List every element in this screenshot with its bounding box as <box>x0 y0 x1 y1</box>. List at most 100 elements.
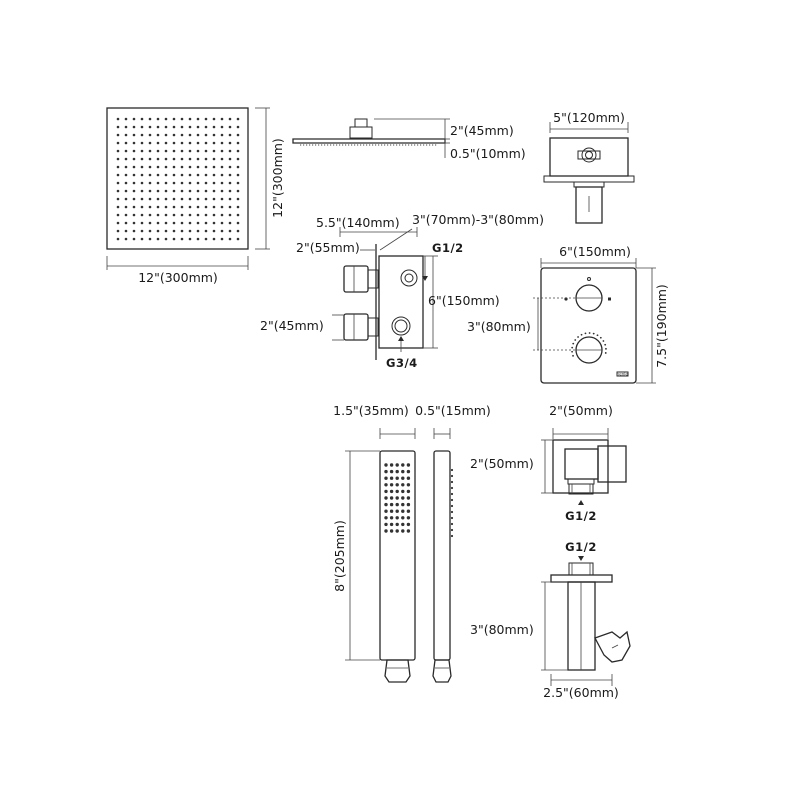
rain-nozzle <box>156 221 160 225</box>
hand-nozzle <box>384 496 388 500</box>
hand-shower-view: 1.5"(35mm) 0.5"(15mm) 8"(205mm) <box>332 403 491 683</box>
rain-nozzle <box>156 157 160 161</box>
elbow-body <box>564 448 599 480</box>
hand-nozzle <box>389 469 394 474</box>
rain-nozzle <box>228 133 232 137</box>
valve-bottom-handle <box>343 313 369 341</box>
temperature-tick <box>588 332 591 334</box>
rain-nozzle <box>124 141 128 145</box>
rain-nozzle <box>180 141 184 145</box>
rain-nozzle <box>148 125 152 129</box>
rain-nozzle <box>124 237 128 241</box>
rain-nozzle <box>196 117 200 121</box>
rain-nozzle <box>220 237 224 241</box>
temperature-tick <box>580 333 583 336</box>
rain-nozzle <box>204 189 208 193</box>
rain-nozzle <box>188 125 192 129</box>
valve-depth-label: 5.5"(140mm) <box>316 215 400 230</box>
wall-box-body <box>549 137 629 177</box>
rain-nozzle <box>156 229 160 233</box>
rain-nozzle <box>204 117 208 121</box>
rain-nozzle <box>164 205 168 209</box>
rain-nozzle <box>212 181 216 185</box>
rain-nozzle <box>236 133 240 137</box>
wall-elbow-view: 2"(50mm) G1/2 2"(50mm) <box>470 403 627 523</box>
rain-nozzle <box>116 181 120 185</box>
rain-nozzle <box>156 133 160 137</box>
rain-nozzle <box>116 125 120 129</box>
rain-nozzle <box>204 165 208 169</box>
rain-nozzle <box>188 181 192 185</box>
rain-nozzle <box>236 117 240 121</box>
temperature-tick <box>571 350 573 353</box>
hand-nozzle <box>406 529 411 533</box>
side-nozzle <box>450 492 454 496</box>
rain-nozzle <box>148 117 152 121</box>
rain-nozzle <box>172 141 176 145</box>
hand-nozzle <box>401 522 405 527</box>
valve-trim-plate-view: 6"(150mm) Fienle 3"(80mm) 7.5"(190mm) <box>467 244 669 384</box>
rain-nozzle <box>236 229 240 233</box>
rain-nozzle <box>180 173 184 177</box>
rain-nozzle <box>164 229 168 233</box>
rain-nozzle <box>140 189 144 193</box>
hand-nozzle <box>389 516 394 520</box>
hand-nozzle <box>395 516 399 520</box>
rain-nozzle <box>156 181 160 185</box>
elbow-flange <box>552 439 609 494</box>
rain-nozzle <box>132 237 136 241</box>
hand-nozzle <box>384 463 388 467</box>
hand-nozzle <box>395 489 399 494</box>
elbow-width-label: 2"(50mm) <box>549 403 613 418</box>
rain-nozzle <box>140 181 144 185</box>
rain-nozzle <box>212 157 216 161</box>
rain-nozzle <box>204 181 208 185</box>
temperature-tick <box>572 342 575 345</box>
rain-nozzle <box>132 221 136 225</box>
valve-inlet-top-label: G1/2 <box>432 241 464 255</box>
rain-nozzle <box>132 229 136 233</box>
rain-nozzle <box>124 197 128 201</box>
holder-thread-label: G1/2 <box>565 540 597 554</box>
temperature-tick <box>604 352 607 354</box>
temperature-tick <box>596 334 599 337</box>
hand-shower-front <box>379 450 416 661</box>
shower-arm-base <box>349 126 373 139</box>
rain-nozzle <box>236 197 240 201</box>
rain-nozzle <box>196 197 200 201</box>
rain-nozzle <box>172 149 176 153</box>
rain-nozzle <box>172 173 176 177</box>
rain-nozzle <box>188 197 192 201</box>
rain-nozzle <box>156 165 160 169</box>
shower-arm-connector <box>354 118 368 128</box>
hand-nozzle <box>406 489 411 494</box>
rain-nozzle <box>116 205 120 209</box>
rain-nozzle <box>164 173 168 177</box>
rain-nozzle <box>220 141 224 145</box>
rain-nozzle <box>116 173 120 177</box>
rain-nozzle <box>196 237 200 241</box>
rain-nozzle <box>164 141 168 145</box>
hand-nozzle <box>401 469 405 474</box>
rain-nozzle <box>148 149 152 153</box>
rain-nozzle <box>220 205 224 209</box>
rain-nozzle <box>180 237 184 241</box>
rain-nozzle <box>148 197 152 201</box>
rain-nozzle <box>220 221 224 225</box>
rain-nozzle <box>156 125 160 129</box>
rain-nozzle <box>204 157 208 161</box>
holder-body <box>567 581 596 671</box>
temperature-tick <box>599 336 602 339</box>
hand-nozzle <box>395 529 399 533</box>
rain-nozzle <box>220 213 224 217</box>
rain-nozzle <box>220 173 224 177</box>
rain-nozzle <box>204 149 208 153</box>
rain-nozzle <box>116 189 120 193</box>
rain-nozzle <box>228 229 232 233</box>
hand-nozzle <box>384 476 388 480</box>
rain-nozzle <box>172 237 176 241</box>
temperature-tick <box>604 343 607 346</box>
hand-nozzle <box>389 489 394 494</box>
hand-nozzle <box>406 502 411 507</box>
rain-nozzle <box>116 213 120 217</box>
